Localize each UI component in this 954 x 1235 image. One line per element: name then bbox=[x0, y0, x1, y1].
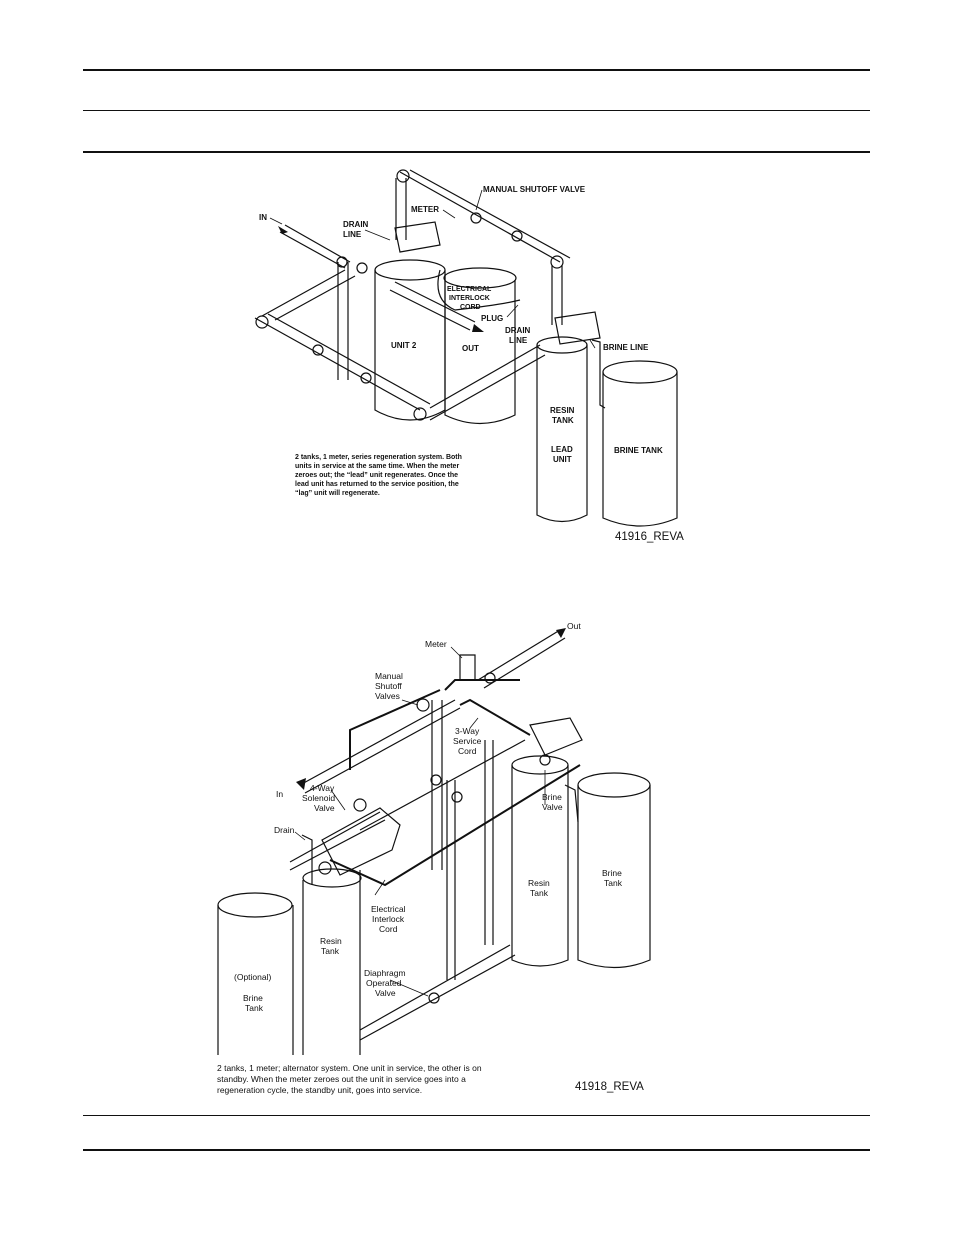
label-shutoff-b: Shutoff bbox=[375, 681, 402, 691]
label-brine-line: BRINE LINE bbox=[603, 343, 649, 352]
label-resin-tank-right-a: Resin bbox=[528, 878, 550, 888]
caption-2-line-2: standby. When the meter zeroes out the u… bbox=[217, 1074, 466, 1084]
label-meter: METER bbox=[411, 205, 439, 214]
alternator-system-diagram: Out Meter Manual Shutoff Valves 3-Way Se… bbox=[217, 621, 651, 1095]
label-solenoid-c: Valve bbox=[314, 803, 335, 813]
figure-id-1: 41916_REVA bbox=[615, 531, 684, 543]
label-drain-2: Drain bbox=[274, 825, 295, 835]
label-diaphragm-b: Operated bbox=[366, 978, 402, 988]
label-brine-valve-a: Brine bbox=[542, 792, 562, 802]
caption-2-line-1: 2 tanks, 1 meter; alternator system. One… bbox=[217, 1063, 482, 1073]
label-interlock-2b: Interlock bbox=[372, 914, 405, 924]
label-3way-a: 3-Way bbox=[455, 726, 480, 736]
label-resin-tank-left-a: Resin bbox=[320, 936, 342, 946]
label-shutoff-c: Valves bbox=[375, 691, 400, 701]
header-rule bbox=[83, 110, 870, 111]
series-regeneration-diagram: IN DRAIN LINE METER MANUAL SHUTOFF VALVE… bbox=[254, 169, 684, 543]
top-rule bbox=[83, 69, 870, 71]
label-resin-tank-right-b: Tank bbox=[530, 888, 549, 898]
label-drain-line-1a: DRAIN bbox=[343, 220, 369, 229]
label-unit2: UNIT 2 bbox=[391, 341, 417, 350]
label-optional: (Optional) bbox=[234, 972, 271, 982]
label-3way-c: Cord bbox=[458, 746, 477, 756]
caption-1-line-1: 2 tanks, 1 meter, series regeneration sy… bbox=[295, 454, 462, 461]
label-3way-b: Service bbox=[453, 736, 482, 746]
label-brine-tank-right-a: Brine bbox=[602, 868, 622, 878]
label-interlock-2a: Electrical bbox=[371, 904, 406, 914]
bottom-rule bbox=[83, 1149, 870, 1151]
label-resin-tank-a: RESIN bbox=[550, 406, 575, 415]
label-brine-tank-left-b: Tank bbox=[245, 1003, 264, 1013]
label-brine-valve-b: Valve bbox=[542, 802, 563, 812]
label-brine-tank-left-a: Brine bbox=[243, 993, 263, 1003]
label-drain-line-2b: LINE bbox=[509, 336, 528, 345]
label-out: OUT bbox=[462, 344, 479, 353]
label-interlock-2c: Cord bbox=[379, 924, 398, 934]
label-lead-unit-a: LEAD bbox=[551, 445, 573, 454]
label-solenoid-a: 4-Way bbox=[310, 783, 335, 793]
label-meter-2: Meter bbox=[425, 639, 447, 649]
caption-1-line-3: zeroes out; the “lead” unit regenerates.… bbox=[295, 472, 458, 479]
label-resin-tank-b: TANK bbox=[552, 416, 574, 425]
footer-rule bbox=[83, 1115, 870, 1116]
label-drain-line-2a: DRAIN bbox=[505, 326, 531, 335]
caption-1-line-5: “lag” unit will regenerate. bbox=[295, 490, 380, 497]
label-resin-tank-left-b: Tank bbox=[321, 946, 340, 956]
label-diaphragm-c: Valve bbox=[375, 988, 396, 998]
caption-1-line-2: units in service at the same time. When … bbox=[295, 463, 459, 470]
label-in: IN bbox=[259, 213, 267, 222]
label-interlock-3: CORD bbox=[460, 304, 481, 311]
label-interlock-1: ELECTRICAL bbox=[447, 286, 492, 293]
caption-2-line-3: regeneration cycle, the standby unit, go… bbox=[217, 1085, 422, 1095]
caption-1-line-4: lead unit has returned to the service po… bbox=[295, 481, 459, 488]
label-interlock-2: INTERLOCK bbox=[449, 295, 490, 302]
label-brine-tank-right-b: Tank bbox=[604, 878, 623, 888]
label-brine-tank: BRINE TANK bbox=[614, 446, 663, 455]
label-in-2: In bbox=[276, 789, 283, 799]
header-bottom-rule bbox=[83, 151, 870, 153]
label-manual-shutoff-valve: MANUAL SHUTOFF VALVE bbox=[483, 185, 586, 194]
label-out-2: Out bbox=[567, 621, 581, 631]
label-drain-line-1b: LINE bbox=[343, 230, 362, 239]
label-solenoid-b: Solenoid bbox=[302, 793, 335, 803]
figure-id-2: 41918_REVA bbox=[575, 1081, 644, 1093]
label-shutoff-a: Manual bbox=[375, 671, 403, 681]
label-diaphragm-a: Diaphragm bbox=[364, 968, 406, 978]
label-plug: PLUG bbox=[481, 314, 503, 323]
label-lead-unit-b: UNIT bbox=[553, 455, 572, 464]
